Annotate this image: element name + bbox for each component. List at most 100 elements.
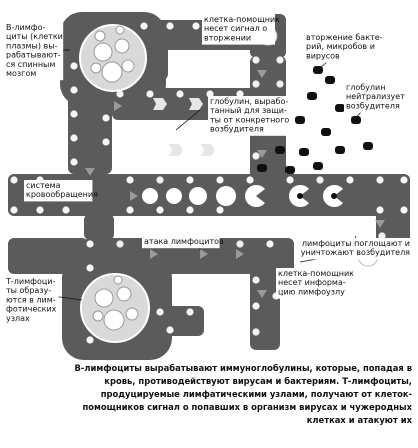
b-lymphocyte-label: циты (клетки xyxy=(6,32,63,41)
pathogen xyxy=(325,76,335,84)
rivet-hole xyxy=(206,90,214,98)
helper-signal-label: клетка-помощник xyxy=(204,15,280,24)
pathogen xyxy=(313,162,323,170)
rivet-hole xyxy=(186,206,194,214)
rivet-hole xyxy=(186,308,194,316)
b-lymphocyte-label-bg xyxy=(4,22,64,81)
flow-arrow xyxy=(200,249,208,259)
lymph-absorb-label: уничтожают возбудителя xyxy=(301,248,410,257)
globulin-neutral-label: глобулин xyxy=(346,83,385,92)
lymphocyte xyxy=(216,186,236,206)
rivet-hole xyxy=(192,22,200,30)
helper-info-label: несет информа- xyxy=(278,278,346,287)
caption-line: помощников сигнал о попавших в организм … xyxy=(82,402,412,412)
rivet-hole xyxy=(252,56,260,64)
b-lymphocyte-label: рабатывают- xyxy=(6,51,61,60)
t-lymphocyte xyxy=(92,310,104,322)
globulin-neutral-label-bg xyxy=(344,82,404,113)
caption: В-лимфоциты вырабатывают иммуноглобулины… xyxy=(16,362,412,427)
helper-signal-label: несет сигнал о xyxy=(204,24,267,33)
t-lymphocyte-label: фотических xyxy=(6,305,57,314)
rivet-hole xyxy=(176,90,184,98)
rivet-hole xyxy=(126,176,134,184)
flow-arrow xyxy=(257,150,267,158)
rivet-hole xyxy=(166,22,174,30)
pathogen xyxy=(335,104,345,112)
b-lymphocyte-label: В-лимфо- xyxy=(6,23,45,32)
rivet-hole xyxy=(156,308,164,316)
b-lymphocyte xyxy=(90,62,102,74)
circulation-label: кровообращения xyxy=(26,190,98,199)
helper-signal-label: вторжении xyxy=(204,33,251,42)
engulfing-lymphocyte xyxy=(245,184,265,208)
t-node-circle xyxy=(80,273,150,343)
t-lymphocyte-label: узлах xyxy=(6,314,30,323)
rivet-hole xyxy=(266,240,274,248)
flow-arrow xyxy=(236,249,244,259)
globulin-neutral-label: нейтрализует xyxy=(346,92,405,101)
flow-arrow xyxy=(257,70,267,78)
pathogen xyxy=(351,116,361,124)
rivet-hole xyxy=(252,302,260,310)
flow-arrow xyxy=(150,249,158,259)
rivet-hole xyxy=(216,206,224,214)
b-lymphocyte-label: мозгом xyxy=(6,69,36,78)
b-lymphocyte-label: ся спинным xyxy=(6,60,55,69)
b-lymphocyte-label: плазмы) вы- xyxy=(6,41,58,50)
rivet-hole xyxy=(246,176,254,184)
globulin-made-label: ты от конкретного xyxy=(210,115,289,124)
caption-line: кровь, противодействуют вирусам и бактер… xyxy=(104,376,412,386)
invasion-label: рий, микробов и xyxy=(306,42,375,51)
circulation-label-bg xyxy=(24,180,93,202)
rivet-hole xyxy=(252,276,260,284)
invasion-label-bg xyxy=(304,32,382,63)
globulin-made-label: танный для защи- xyxy=(210,106,287,115)
t-lymphocyte-label: ты образу- xyxy=(6,286,51,295)
rivet-hole xyxy=(102,138,110,146)
cells-layer xyxy=(79,24,385,343)
pathogen xyxy=(363,142,373,150)
t-lymphocyte xyxy=(125,307,139,321)
t-lymphocyte-label: Т-лимфоци- xyxy=(5,277,56,286)
rivet-hole xyxy=(36,206,44,214)
lymph-absorb-label-bg xyxy=(306,238,412,260)
flow-arrow xyxy=(375,220,385,228)
invasion-label: вторжение бакте- xyxy=(306,33,383,42)
globulin-made-label-bg xyxy=(208,96,291,136)
rivet-hole xyxy=(156,176,164,184)
lymph-attack-label: атака лимфоцитов xyxy=(144,237,224,246)
rivet-hole xyxy=(70,110,78,118)
rivet-hole xyxy=(70,62,78,70)
t-lymphocyte-label: ются в лим- xyxy=(6,295,56,304)
pathogen xyxy=(295,116,305,124)
b-lymphocyte xyxy=(115,25,125,35)
lymphocyte xyxy=(142,188,158,204)
rivet-hole xyxy=(236,90,244,98)
flow-arrow xyxy=(114,101,122,111)
globulin xyxy=(153,98,167,110)
rivet-hole xyxy=(166,326,174,334)
globulin xyxy=(189,98,203,110)
rivet-hole xyxy=(156,206,164,214)
t-lymphocyte xyxy=(94,288,114,308)
b-lymphocyte xyxy=(93,42,113,62)
lymphocyte xyxy=(166,188,182,204)
pathogen xyxy=(257,164,267,172)
pathogen xyxy=(297,193,303,199)
globulin-neutral-label: возбудителя xyxy=(346,101,400,110)
rivet-hole xyxy=(400,206,408,214)
rivet-hole xyxy=(286,176,294,184)
globulin xyxy=(201,144,215,156)
t-lymphocyte xyxy=(103,309,125,331)
rivet-hole xyxy=(252,152,260,160)
globulin-made-label: глобулин, вырабо- xyxy=(210,97,288,106)
rivet-hole xyxy=(186,176,194,184)
pathogen xyxy=(331,193,337,199)
rivet-hole xyxy=(376,206,384,214)
pathogen xyxy=(335,146,345,154)
lymph-absorb-label: лимфоциты поглощают и xyxy=(302,239,410,248)
rivet-hole xyxy=(276,80,284,88)
circulation-label: система xyxy=(26,181,61,190)
b-node-circle xyxy=(79,24,147,92)
